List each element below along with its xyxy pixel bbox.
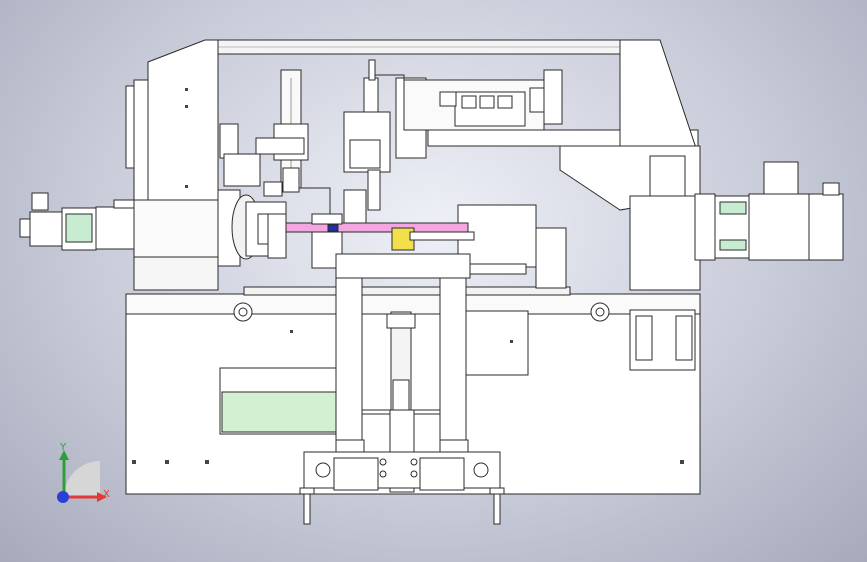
cross-slide: [457, 204, 567, 289]
left-servo-motor: [19, 192, 135, 251]
green-cover-panel: [221, 391, 337, 433]
x-axis-label: X: [103, 489, 110, 500]
upper-rail-assembly: [403, 69, 563, 131]
lift-frame: [335, 253, 471, 493]
base-feet: [299, 451, 505, 525]
left-headstock: [125, 39, 219, 291]
coordinate-triad: Y X: [57, 442, 110, 503]
right-lower-panel: [464, 310, 529, 376]
z-axis-dot: [57, 491, 69, 503]
workpiece-blue-marker: [327, 224, 339, 232]
left-vertical-slide: [223, 69, 331, 259]
spindle-pulley: [219, 123, 239, 159]
workpiece-pink-bar: [285, 222, 469, 233]
left-motor-nameplate: [65, 213, 93, 243]
right-servo-motor: [694, 161, 844, 261]
right-tailstock: [427, 39, 701, 371]
top-rail: [214, 39, 631, 55]
y-axis-label: Y: [59, 442, 67, 453]
right-motor-green-tag: [719, 201, 747, 215]
access-window: [219, 367, 339, 435]
right-motor-green-tag-2: [719, 239, 747, 251]
